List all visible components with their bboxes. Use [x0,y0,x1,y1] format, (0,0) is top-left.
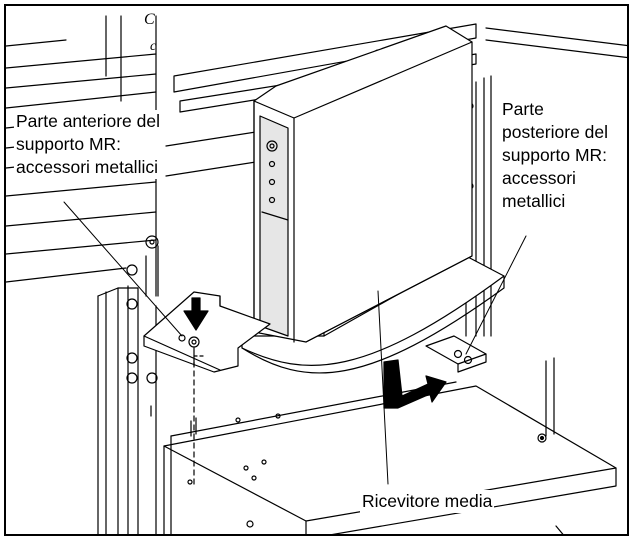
front-bracket [143,291,271,487]
lower-base [163,357,617,534]
diagram-frame: C c [4,4,629,536]
down-arrow [183,297,209,331]
leader-lines [63,201,527,485]
slide-arrow [383,359,447,409]
installation-illustration: C c [6,11,627,534]
callout-front-bracket: Parte anteriore del supporto MR: accesso… [14,110,162,179]
svg-text:c: c [150,39,157,54]
rear-bracket [425,335,487,373]
callout-media-receiver: Ricevitore media [360,490,495,513]
svg-text:C: C [144,11,155,28]
callout-rear-bracket: Parte posteriore del supporto MR: access… [500,98,611,213]
left-post [97,235,159,534]
media-receiver-unit [253,25,473,343]
